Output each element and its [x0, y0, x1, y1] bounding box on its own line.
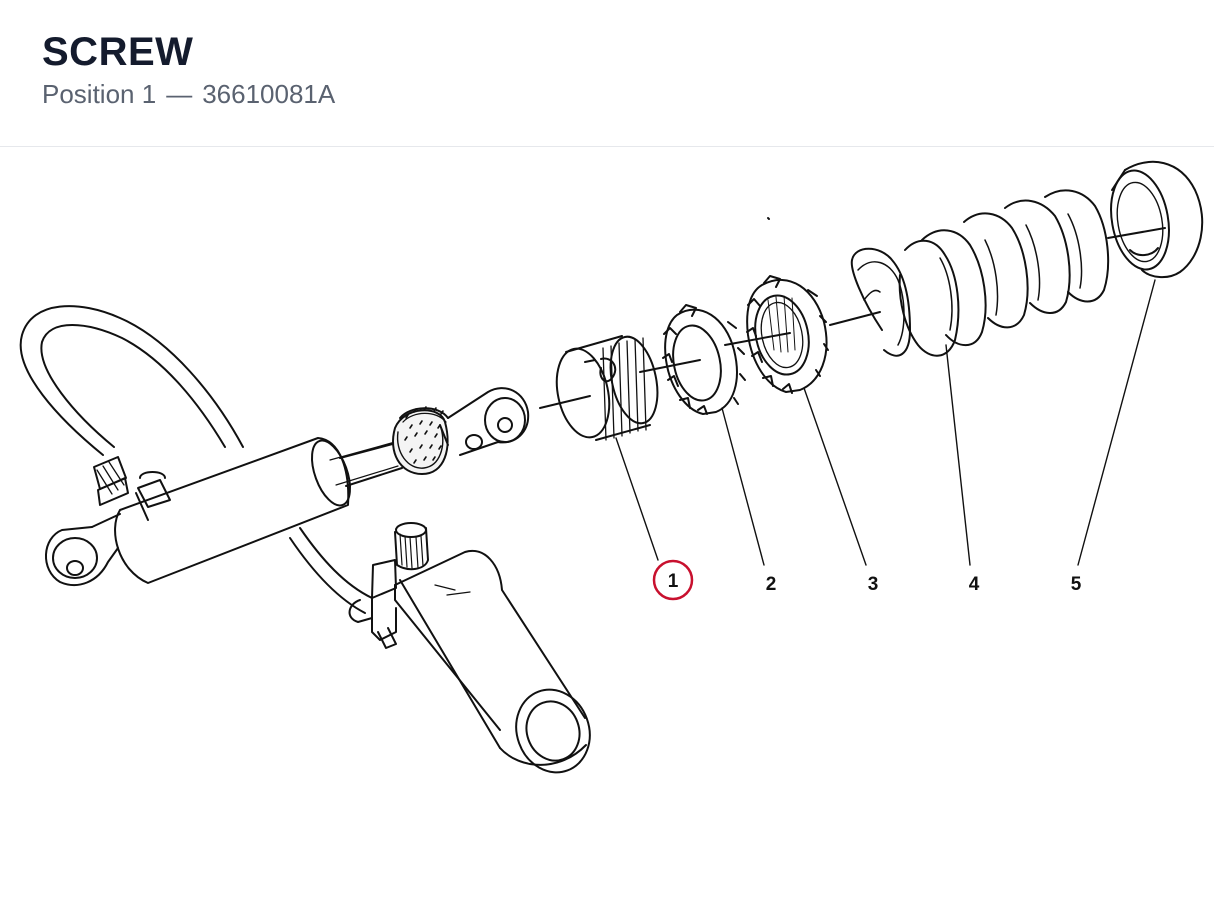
exploded-diagram: 1 2 3 4 5 [0, 148, 1214, 913]
leader-line-2 [721, 407, 765, 566]
axis-line-2 [639, 359, 701, 373]
leader-line-4 [945, 344, 971, 566]
page-title: SCREW [42, 30, 194, 74]
callout-3[interactable]: 3 [868, 574, 879, 595]
axis-line-3 [724, 332, 791, 346]
axis-line-4 [829, 311, 881, 326]
axis-line-1 [539, 395, 591, 409]
hydraulic-hose [19, 305, 373, 614]
stray-dot [767, 217, 770, 220]
part-3-lock-nut [746, 275, 829, 394]
callout-2[interactable]: 2 [766, 574, 777, 595]
callout-1-highlight-ring [652, 559, 694, 601]
part-4-coil-spring [850, 189, 1110, 357]
axis-line-5 [1107, 227, 1166, 239]
callout-5[interactable]: 5 [1071, 574, 1082, 595]
bump-stop [392, 406, 449, 475]
subtitle-separator: — [166, 79, 193, 109]
top-eye-mount [439, 387, 530, 456]
leader-line-1 [615, 437, 659, 561]
callout-4[interactable]: 4 [969, 574, 980, 595]
part-number: 36610081A [202, 79, 336, 109]
page-subtitle: Position 1 — 36610081A [42, 79, 335, 110]
bottom-eye-mount [45, 513, 121, 587]
reservoir-canister [348, 522, 591, 774]
callout-1[interactable]: 1 [668, 571, 679, 592]
leader-line-5 [1077, 279, 1156, 566]
position-label: Position 1 [42, 79, 157, 109]
leader-lines [615, 279, 1156, 566]
leader-line-3 [803, 387, 867, 566]
page-header: SCREW Position 1 — 36610081A [0, 0, 1214, 147]
diagram-canvas: 1 2 3 4 5 [19, 160, 1204, 774]
part-2-ring-nut [662, 304, 746, 415]
shock-cylinder [93, 437, 352, 584]
part-5-spring-retainer [1110, 160, 1204, 278]
part-1-adjuster-screw [555, 335, 659, 441]
piston-rod [329, 441, 403, 487]
